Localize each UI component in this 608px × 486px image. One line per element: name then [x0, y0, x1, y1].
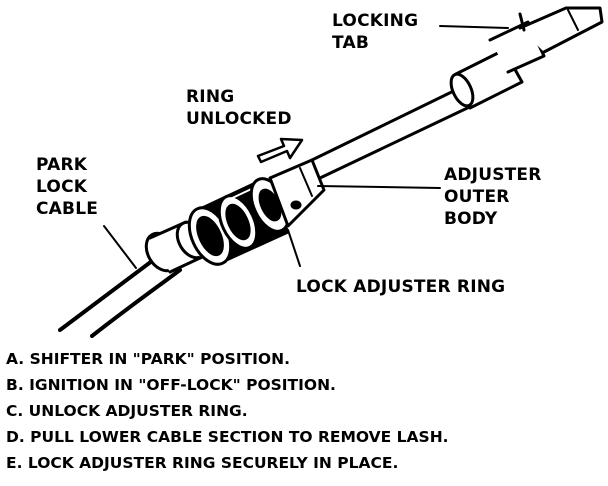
- step-b: B. IGNITION IN "OFF-LOCK" POSITION.: [6, 376, 336, 394]
- upper-fitting: [449, 6, 604, 110]
- park-lock-cable-line-2: LOCK: [36, 177, 88, 197]
- lock-adjuster-ring-text: LOCK ADJUSTER RING: [296, 277, 506, 297]
- adjuster-outer-body-label: ADJUSTER OUTER BODY: [444, 164, 542, 230]
- leader-lines: [103, 25, 509, 269]
- locking-tab-line-1: LOCKING: [332, 11, 419, 31]
- adjuster-outer-body-line-1: ADJUSTER: [444, 165, 542, 185]
- locking-tab-line-2: TAB: [332, 33, 369, 53]
- park-lock-cable-line-1: PARK: [36, 155, 88, 175]
- ring-unlocked-arrow: [256, 137, 304, 164]
- upper-cable: [310, 82, 482, 180]
- step-c: C. UNLOCK ADJUSTER RING.: [6, 402, 248, 420]
- lock-adjuster-ring-label: LOCK ADJUSTER RING: [296, 276, 505, 298]
- ring-unlocked-line-1: RING: [186, 87, 235, 107]
- procedure-steps: A. SHIFTER IN "PARK" POSITION. B. IGNITI…: [6, 346, 449, 476]
- ring-unlocked-line-2: UNLOCKED: [186, 109, 292, 129]
- ring-unlocked-label: RING UNLOCKED: [186, 86, 292, 130]
- locking-tab-label: LOCKING TAB: [332, 10, 418, 54]
- park-lock-cable-label: PARK LOCK CABLE: [36, 154, 98, 220]
- step-d: D. PULL LOWER CABLE SECTION TO REMOVE LA…: [6, 428, 449, 446]
- adjuster-outer-body-line-2: OUTER: [444, 187, 510, 207]
- step-a: A. SHIFTER IN "PARK" POSITION.: [6, 350, 290, 368]
- lock-adjuster-ring-part: [187, 173, 291, 266]
- adjuster-outer-body-part: [268, 158, 326, 228]
- park-lock-cable-line-3: CABLE: [36, 199, 99, 219]
- adjuster-outer-body-line-3: BODY: [444, 209, 498, 229]
- step-e: E. LOCK ADJUSTER RING SECURELY IN PLACE.: [6, 454, 399, 472]
